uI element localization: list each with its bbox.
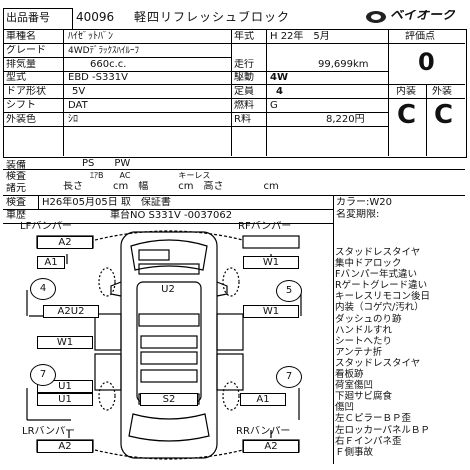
- year-value: H 22年 5月: [270, 31, 330, 42]
- exterior-grade: C: [434, 100, 454, 130]
- note-item: Rゲートグレード違い: [335, 280, 428, 292]
- inspection-value: H26年05月05日 取 保証書: [42, 197, 171, 208]
- r-value: 8,220円: [326, 114, 365, 125]
- mark-circle-5: 5: [276, 280, 302, 302]
- note-item: 内装（コゲ穴/汚れ）: [335, 302, 424, 314]
- year-label: 年式: [234, 31, 254, 42]
- service-name: 軽四リフレッシュブロック: [134, 11, 291, 23]
- rf-bumper-label: RFバンパー: [238, 221, 292, 232]
- capacity-label: 定員: [234, 86, 254, 97]
- model-label: 車種名: [6, 31, 36, 42]
- mark-rf: W1: [243, 256, 299, 269]
- note-item: シートへたり: [335, 335, 393, 347]
- lf-bumper-label: LFバンパー: [20, 221, 72, 232]
- note-item: 左ロッカーパネルＢＰ: [335, 424, 430, 436]
- note-item: 下廻サビ腐食: [335, 391, 393, 403]
- mileage-value: 99,699km: [318, 59, 369, 70]
- color-label: 外装色: [6, 114, 36, 125]
- shift-value: DAT: [68, 100, 88, 111]
- type-label: 型式: [6, 72, 26, 83]
- grade-label: グレード: [6, 45, 46, 56]
- mark-l-rear2: U1: [37, 393, 93, 406]
- note-item: 左ＣピラーＢＰ歪: [335, 413, 412, 425]
- chassis-label: 車歴: [6, 210, 26, 221]
- drive-value: 4W: [270, 72, 288, 83]
- note-item: アンテナ折: [335, 346, 383, 358]
- note-item: 集中ドアロック: [335, 258, 402, 270]
- mark-l-mid: A2U2: [43, 305, 99, 318]
- doors-value: 5V: [72, 86, 86, 97]
- note-item: 右Ｆインパネ歪: [335, 435, 402, 447]
- interior-label: 内装: [396, 86, 416, 97]
- note-item: ハンドルすれ: [335, 324, 393, 336]
- note-item: スタッドレスタイヤ: [335, 247, 421, 258]
- note-item: Ｆ側事故: [335, 446, 374, 458]
- mark-c-rear: S2: [140, 393, 198, 406]
- exterior-label: 外装: [432, 86, 452, 97]
- note-item: 看板跡: [335, 369, 364, 381]
- note-item: 荷室傷凹: [335, 380, 374, 392]
- brand-logo-icon: [365, 9, 387, 23]
- type-value: EBD -S331V: [68, 72, 128, 83]
- equipment-row1: PS PW: [82, 158, 131, 169]
- mark-lf2: A1: [37, 256, 65, 269]
- lot-number: 40096: [76, 11, 115, 23]
- shift-label: シフト: [6, 100, 36, 111]
- mileage-label: 走行: [234, 59, 254, 70]
- lr-bumper-label: LRバンパー: [22, 426, 76, 437]
- inspection-row-label: 検査: [6, 197, 26, 208]
- mark-rr: A2: [243, 440, 299, 453]
- mark-center: U2: [139, 284, 197, 295]
- mark-rf2: W1: [243, 305, 299, 318]
- interior-grade: C: [397, 100, 417, 130]
- drive-label: 駆動: [234, 72, 254, 83]
- score-value: 0: [418, 48, 435, 76]
- grade-value: 4WDﾃﾞﾗｯｸｽﾊｲﾙｰﾌ: [68, 46, 140, 56]
- dims-value: 長さ cm 幅 cm 高さ cm: [63, 181, 279, 192]
- mark-circle-7a: 7: [30, 364, 56, 386]
- color-value: ｼﾛ: [68, 114, 78, 125]
- equipment-row2: ｴｱB AC キーレス: [90, 171, 211, 180]
- note-item: 傷凹: [335, 402, 355, 414]
- brand-name: ベイオーク: [390, 10, 456, 22]
- rr-bumper-label: RRバンパー: [236, 426, 291, 437]
- mark-r-rear: A1: [240, 393, 286, 406]
- mark-lf: A2: [37, 236, 93, 249]
- note-item: スタッドレスタイヤ: [335, 357, 421, 369]
- dims-label: 諸元: [6, 183, 26, 194]
- score-label: 評価点: [405, 31, 435, 42]
- lot-label: 出品番号: [6, 12, 50, 24]
- mark-circle-4: 4: [30, 278, 56, 300]
- r-label: R料: [234, 114, 251, 125]
- mark-l-lower: W1: [37, 336, 93, 349]
- color-code: カラー:W20: [336, 197, 392, 208]
- chassis-value: 車台NO S331V -0037062: [110, 210, 233, 221]
- note-item: キーレスリモコン後日: [335, 291, 431, 303]
- inspection-label: 検査: [6, 171, 26, 182]
- fuel-label: 燃料: [234, 100, 254, 111]
- note-item: Fバンパー年式違い: [335, 269, 417, 281]
- mark-lr: A2: [37, 440, 93, 453]
- note-item: ダッシュのり跡: [335, 313, 402, 325]
- equipment-label: 装備: [6, 160, 26, 171]
- displacement-label: 排気量: [6, 59, 36, 70]
- doors-label: ドア形状: [6, 86, 46, 97]
- capacity-value: 4: [276, 86, 283, 97]
- fuel-value: G: [270, 100, 278, 111]
- mark-circle-7b: 7: [276, 366, 302, 388]
- model-value: ﾊｲｾﾞｯﾄﾊﾞﾝ: [68, 31, 113, 42]
- rename-deadline: 名変期限:: [336, 209, 380, 220]
- displacement-value: 660c.c.: [90, 59, 127, 70]
